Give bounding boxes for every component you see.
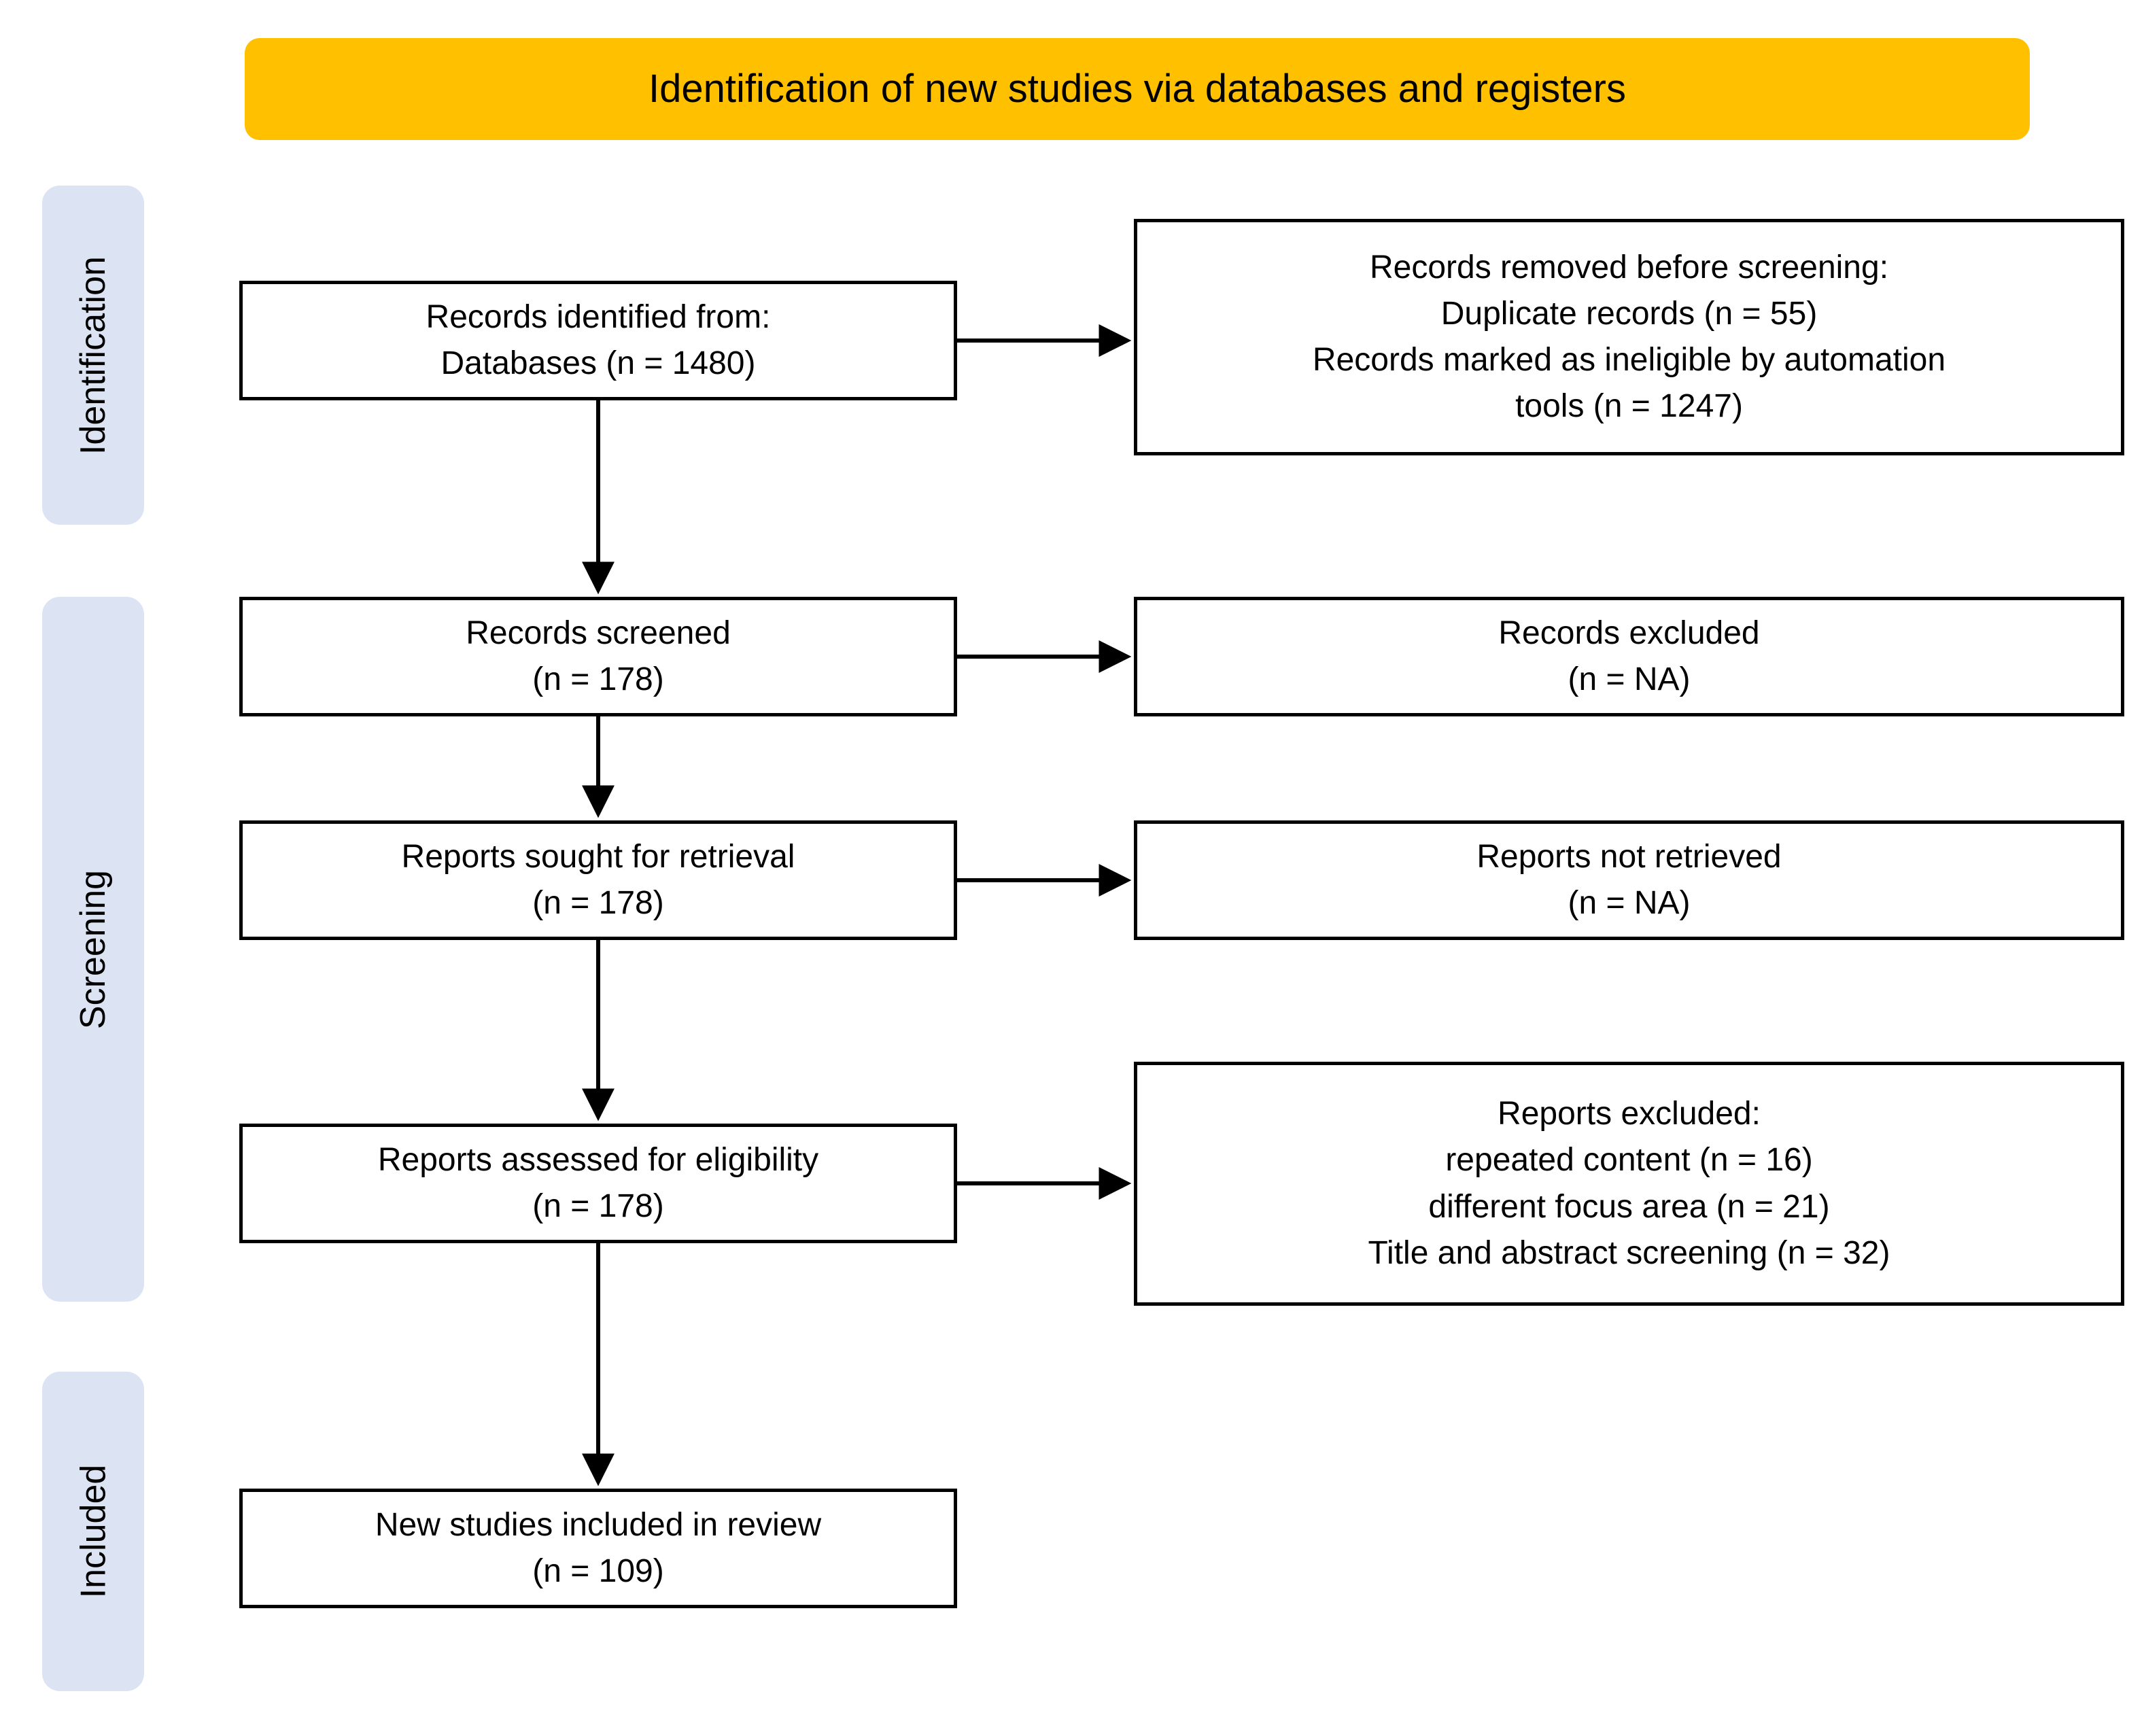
box-records-removed-line4: tools (n = 1247) [1515,388,1743,425]
box-reports-excluded-line3: different focus area (n = 21) [1428,1188,1830,1225]
box-records-removed: Records removed before screening: Duplic… [1134,219,2124,455]
box-reports-sought-line2: (n = 178) [532,885,664,921]
box-reports-assessed-line2: (n = 178) [532,1188,664,1224]
box-records-identified: Records identified from: Databases (n = … [239,281,957,400]
box-reports-assessed-line1: Reports assessed for eligibility [377,1141,819,1178]
box-records-identified-line1: Records identified from: [426,298,771,335]
box-reports-excluded-line4: Title and abstract screening (n = 32) [1368,1234,1890,1271]
stage-label-included: Included [42,1372,144,1691]
box-new-studies-included: New studies included in review (n = 109) [239,1489,957,1608]
box-reports-sought-line1: Reports sought for retrieval [401,838,795,875]
stage-label-screening: Screening [42,597,144,1302]
stage-label-screening-text: Screening [73,869,113,1029]
stage-label-identification: Identification [42,186,144,525]
box-reports-excluded: Reports excluded: repeated content (n = … [1134,1062,2124,1306]
box-records-screened-line1: Records screened [466,614,731,651]
diagram-header-banner: Identification of new studies via databa… [245,38,2030,140]
box-reports-not-retrieved-line2: (n = NA) [1568,885,1691,921]
box-records-excluded: Records excluded (n = NA) [1134,597,2124,716]
box-reports-excluded-line1: Reports excluded: [1498,1096,1761,1132]
diagram-title: Identification of new studies via databa… [649,67,1626,111]
box-reports-not-retrieved: Reports not retrieved (n = NA) [1134,820,2124,940]
box-records-excluded-line2: (n = NA) [1568,661,1691,697]
box-records-screened: Records screened (n = 178) [239,597,957,716]
box-reports-sought: Reports sought for retrieval (n = 178) [239,820,957,940]
box-records-removed-line3: Records marked as ineligible by automati… [1312,342,1946,378]
box-records-excluded-line1: Records excluded [1498,614,1760,651]
box-new-studies-included-line1: New studies included in review [375,1506,822,1543]
stage-label-identification-text: Identification [73,256,113,455]
box-records-removed-line1: Records removed before screening: [1369,249,1889,285]
box-records-screened-line2: (n = 178) [532,661,664,697]
box-reports-assessed: Reports assessed for eligibility (n = 17… [239,1124,957,1243]
box-new-studies-included-line2: (n = 109) [532,1553,664,1589]
box-records-removed-line2: Duplicate records (n = 55) [1440,295,1818,332]
stage-label-included-text: Included [73,1464,114,1599]
box-records-identified-line2: Databases (n = 1480) [440,345,756,381]
box-reports-excluded-line2: repeated content (n = 16) [1445,1142,1813,1179]
box-reports-not-retrieved-line1: Reports not retrieved [1476,838,1782,875]
